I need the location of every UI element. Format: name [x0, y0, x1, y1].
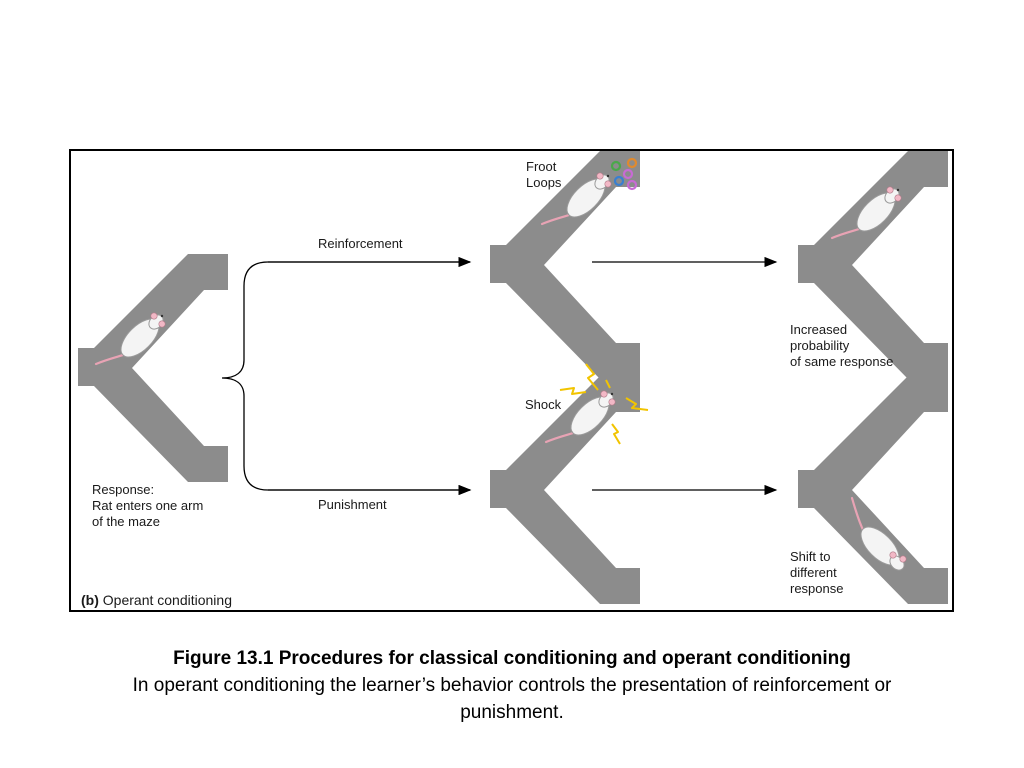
shock-bolt-icon: [559, 363, 649, 445]
shock-label: Shock: [525, 397, 562, 412]
initial-maze: [78, 254, 228, 482]
shift-response-label: Shift to different response: [790, 549, 844, 596]
figure-caption: Figure 13.1 Procedures for classical con…: [0, 645, 1024, 726]
panel-title: Operant conditioning: [102, 592, 232, 608]
increased-probability-label: Increased probability of same response: [790, 322, 894, 369]
response-label: Response: Rat enters one arm of the maze: [92, 482, 204, 529]
punishment-label: Punishment: [318, 497, 387, 512]
caption-body: In operant conditioning the learner’s be…: [132, 675, 892, 723]
panel-letter: (b): [81, 592, 99, 608]
figure-panel: [69, 149, 954, 612]
branch-brace: [221, 261, 472, 496]
reinforcement-label: Reinforcement: [318, 236, 403, 251]
caption-title: Figure 13.1 Procedures for classical con…: [173, 648, 851, 669]
rat-shifted: [850, 496, 907, 571]
froot-loops-icon: [610, 157, 638, 191]
panel-label: (b) Operant conditioning: [81, 592, 232, 608]
froot-loops-label: Froot Loops: [526, 159, 562, 190]
